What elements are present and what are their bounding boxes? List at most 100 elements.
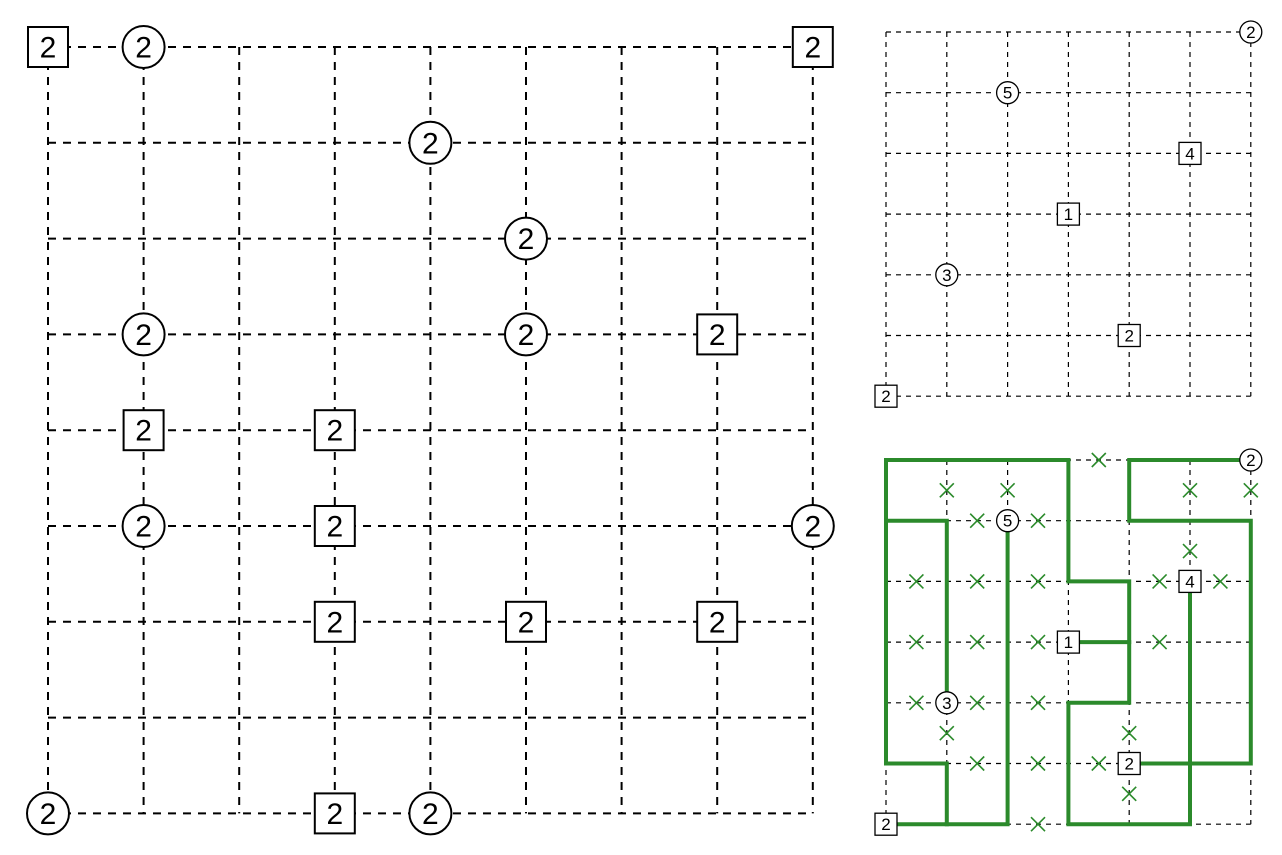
clue-number: 2 xyxy=(40,798,57,831)
clue-number: 2 xyxy=(881,387,890,406)
circle-clue[interactable]: 2 xyxy=(504,312,548,357)
clue-number: 2 xyxy=(804,32,821,65)
cross-mark xyxy=(1030,513,1046,529)
cross-mark xyxy=(1152,573,1168,589)
circle-clue[interactable]: 2 xyxy=(790,504,835,548)
clue-number: 3 xyxy=(942,694,951,713)
cross-mark xyxy=(1243,482,1259,498)
clue-number: 3 xyxy=(942,266,951,285)
cross-mark xyxy=(1091,452,1107,468)
cross-mark xyxy=(1212,573,1228,589)
square-clue[interactable]: 1 xyxy=(1056,202,1081,226)
circle-clue[interactable]: 2 xyxy=(121,25,166,69)
clue-number: 2 xyxy=(135,32,152,65)
cross-mark xyxy=(1030,755,1046,772)
circle-clue[interactable]: 2 xyxy=(121,504,166,548)
clue-number: 2 xyxy=(518,606,535,639)
square-clue[interactable]: 2 xyxy=(874,812,898,836)
cross-mark xyxy=(1030,695,1046,711)
clue-number: 2 xyxy=(1124,755,1133,774)
clue-number: 5 xyxy=(1003,512,1012,531)
cross-mark xyxy=(1152,634,1168,650)
clue-number: 1 xyxy=(1064,205,1073,224)
clue-number: 2 xyxy=(518,319,535,352)
clue-number: 4 xyxy=(1185,572,1194,591)
square-clue[interactable]: 2 xyxy=(874,384,898,408)
square-clue[interactable]: 2 xyxy=(696,313,739,356)
clue-number: 4 xyxy=(1185,144,1194,163)
square-clue[interactable]: 2 xyxy=(27,26,69,68)
square-clue[interactable]: 4 xyxy=(1178,569,1202,594)
circle-clue[interactable]: 3 xyxy=(935,263,959,287)
cross-mark xyxy=(969,695,985,711)
cross-mark xyxy=(1182,482,1198,498)
solution-wall-path xyxy=(1066,458,1132,645)
circle-clue[interactable]: 2 xyxy=(408,791,453,836)
cross-mark xyxy=(939,482,955,498)
cross-mark xyxy=(1030,634,1046,650)
cross-mark xyxy=(908,634,924,650)
clue-number: 2 xyxy=(1124,327,1133,346)
square-clue[interactable]: 2 xyxy=(313,792,356,835)
square-clue[interactable]: 2 xyxy=(313,505,356,547)
cross-mark xyxy=(908,573,924,589)
square-clue[interactable]: 2 xyxy=(313,600,356,643)
clue-number: 2 xyxy=(326,511,343,544)
clue-number: 2 xyxy=(518,223,535,256)
square-clue[interactable]: 2 xyxy=(313,409,356,452)
cross-mark xyxy=(939,725,955,741)
clue-number: 1 xyxy=(1064,633,1073,652)
clue-number: 2 xyxy=(709,606,726,639)
circle-clue[interactable]: 2 xyxy=(504,216,548,261)
cross-mark xyxy=(1091,755,1107,772)
cross-mark xyxy=(1000,482,1016,498)
square-clue[interactable]: 2 xyxy=(122,409,165,452)
circle-clue[interactable]: 2 xyxy=(121,312,166,357)
square-clue[interactable]: 2 xyxy=(791,26,834,68)
circle-clue[interactable]: 3 xyxy=(935,691,959,715)
circle-clue[interactable]: 5 xyxy=(995,81,1020,105)
cross-mark xyxy=(1121,725,1137,741)
clue-number: 2 xyxy=(1246,451,1255,470)
example-puzzle-grid: 2 5 4 1 3 2 2 xyxy=(874,20,1263,408)
cross-mark xyxy=(1121,786,1137,802)
clue-number: 2 xyxy=(422,127,439,160)
square-clue[interactable]: 2 xyxy=(696,600,739,643)
circle-clue[interactable]: 2 xyxy=(1239,20,1263,44)
solution-wall-path xyxy=(944,518,1010,827)
circle-clue[interactable]: 5 xyxy=(995,509,1020,533)
clue-number: 2 xyxy=(326,415,343,448)
cross-mark xyxy=(969,634,985,650)
clue-number: 5 xyxy=(1003,84,1012,103)
solution-wall-path xyxy=(1066,579,1192,827)
cross-mark xyxy=(969,755,985,772)
cross-mark xyxy=(969,573,985,589)
solution-puzzle-grid: 2 5 4 1 3 2 2 xyxy=(874,448,1263,836)
square-clue[interactable]: 4 xyxy=(1178,141,1202,166)
clue-number: 2 xyxy=(804,511,821,544)
solution-wall-path xyxy=(1127,458,1253,766)
square-clue[interactable]: 2 xyxy=(1117,323,1141,348)
cross-mark xyxy=(1182,543,1198,559)
square-clue[interactable]: 1 xyxy=(1056,630,1081,654)
large-puzzle-grid: 2 2 2 2 2 2 2 2 2 2 2 2 2 2 2 2 2 2 2 xyxy=(26,25,835,836)
solution-wall-path xyxy=(884,518,949,827)
cross-mark xyxy=(908,695,924,711)
clue-number: 2 xyxy=(135,415,152,448)
square-clue[interactable]: 2 xyxy=(1117,751,1141,776)
clue-number: 2 xyxy=(881,815,890,834)
clue-number: 2 xyxy=(40,32,57,65)
clue-number: 2 xyxy=(326,798,343,831)
circle-clue[interactable]: 2 xyxy=(1239,448,1263,472)
cross-mark xyxy=(969,513,985,529)
clue-number: 2 xyxy=(326,606,343,639)
circle-clue[interactable]: 2 xyxy=(408,120,453,165)
clue-number: 2 xyxy=(135,319,152,352)
circle-clue[interactable]: 2 xyxy=(26,791,70,836)
clue-number: 2 xyxy=(1246,23,1255,42)
square-clue[interactable]: 2 xyxy=(505,600,547,643)
clue-number: 2 xyxy=(709,319,726,352)
clue-number: 2 xyxy=(422,798,439,831)
clue-number: 2 xyxy=(135,511,152,544)
